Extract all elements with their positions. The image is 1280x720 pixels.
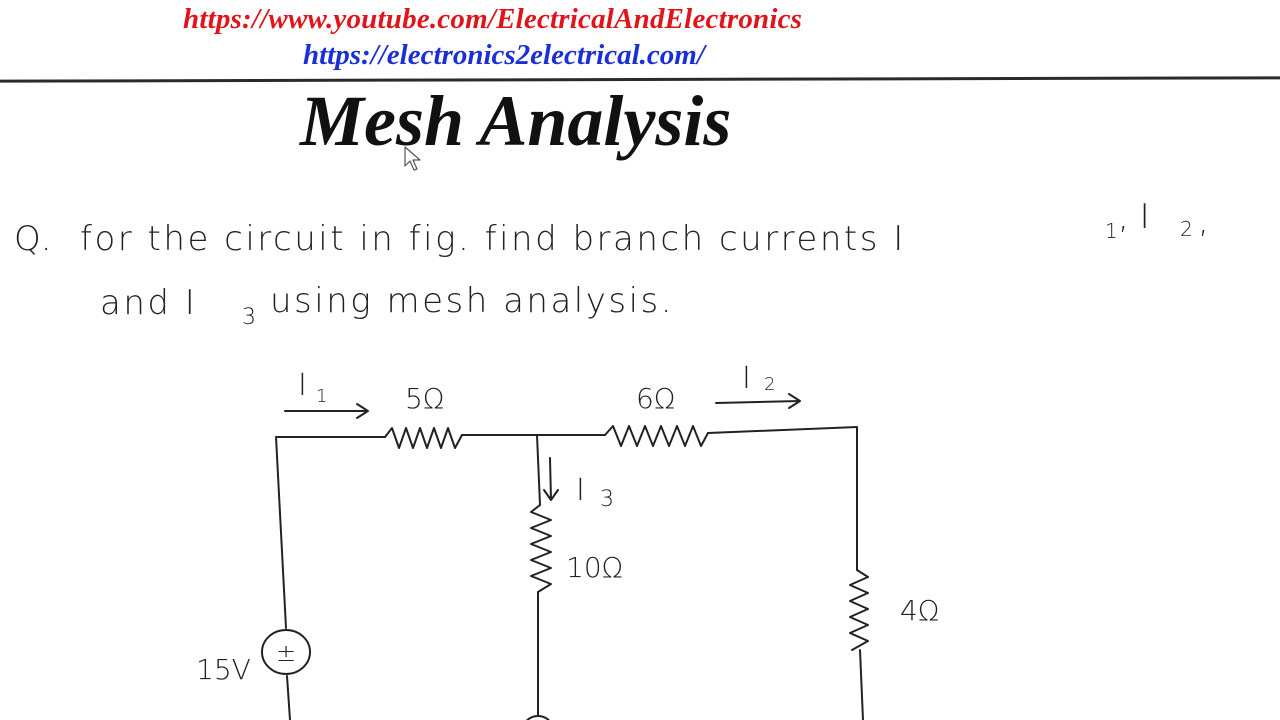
current-arrow-i2 [715, 393, 801, 409]
question-text: Q. for the circuit in fig. find branch c… [14, 197, 1209, 330]
circuit-labels: I 1 I 2 I 3 5Ω 6Ω 10Ω 4Ω 15V ± [196, 361, 939, 686]
question-sub-3: 3 [242, 305, 256, 330]
question-line-1: for the circuit in fig. find branch curr… [80, 219, 906, 259]
current-label-i2: I [742, 361, 751, 396]
current-sub-i3: 3 [600, 487, 614, 512]
current-sub-i1: 1 [316, 386, 327, 407]
question-line-2-start: and I [100, 283, 197, 323]
website-url-link[interactable]: https://electronics2electrical.com/ [303, 39, 705, 71]
resistor-label-6-ohm: 6Ω [636, 382, 675, 415]
resistor-label-4-ohm: 4Ω [900, 594, 939, 627]
question-line-1-mid: , I [1118, 197, 1150, 237]
wire-top-right [707, 426, 858, 571]
mouse-cursor-icon [404, 146, 421, 171]
question-sub-1: 1 [1105, 219, 1118, 243]
wire-right-lower [859, 649, 864, 720]
bottom-node-source [525, 715, 551, 720]
resistor-label-5-ohm: 5Ω [405, 382, 444, 415]
source-polarity-icon: ± [276, 639, 296, 667]
wire-middle-branch [536, 434, 541, 506]
current-sub-i2: 2 [764, 374, 775, 395]
page-title: Mesh Analysis [300, 81, 732, 161]
circuit-diagram [261, 146, 869, 720]
question-line-1-end: , [1198, 201, 1209, 241]
voltage-source-15v [261, 629, 311, 675]
question-line-2-end: using mesh analysis. [270, 281, 674, 321]
current-arrow-i3 [543, 457, 559, 501]
resistor-label-10-ohm: 10Ω [566, 551, 623, 584]
youtube-url-link[interactable]: https://www.youtube.com/ElectricalAndEle… [183, 3, 803, 35]
wire-top-left [275, 436, 386, 720]
current-label-i1: I [298, 368, 307, 403]
current-label-i3: I [576, 473, 585, 508]
source-label-15v: 15V [196, 653, 251, 686]
resistor-5-ohm [384, 427, 463, 449]
current-arrow-i1 [284, 403, 369, 419]
question-marker: Q. [14, 219, 52, 259]
resistor-10-ohm [530, 504, 552, 593]
resistor-4-ohm [849, 569, 869, 651]
resistor-6-ohm [604, 425, 709, 447]
question-sub-2: 2 [1180, 217, 1193, 241]
